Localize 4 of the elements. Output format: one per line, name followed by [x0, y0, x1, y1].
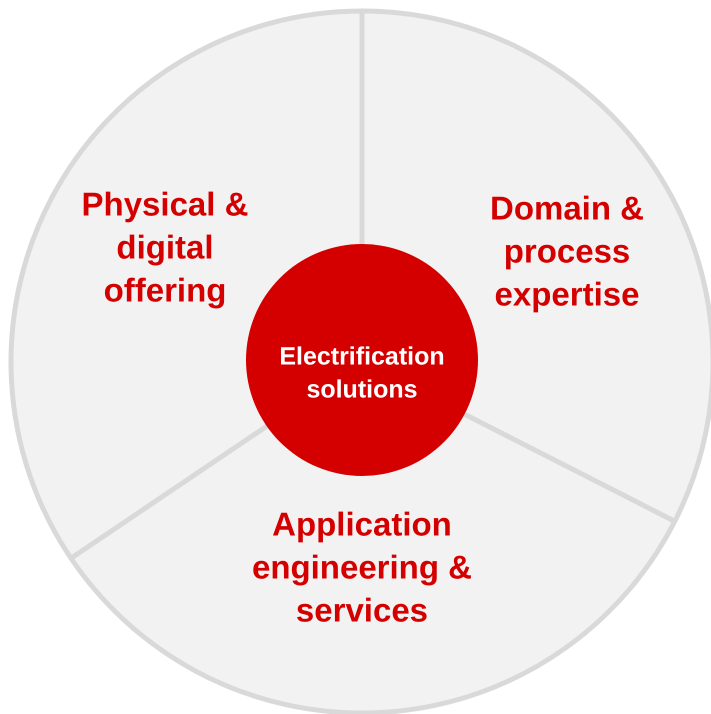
- sector-label: Physical & digital offering: [80, 184, 250, 310]
- center-label: Electrification solutions: [278, 342, 446, 405]
- sector-label: Domain & process expertise: [488, 188, 645, 314]
- sector-label: Application engineering & services: [250, 504, 473, 630]
